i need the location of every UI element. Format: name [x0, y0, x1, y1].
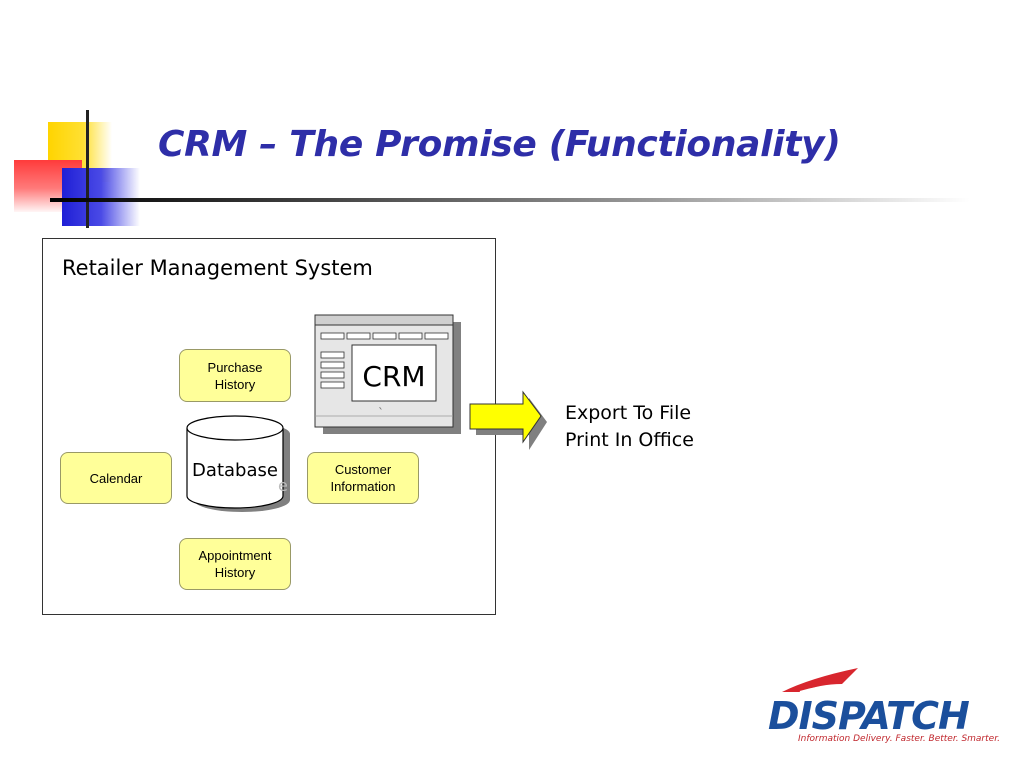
database-label: Database: [192, 460, 278, 481]
system-frame-label: Retailer Management System: [62, 256, 373, 280]
output-export-to-file: Export To File: [565, 402, 692, 424]
node-purchase-history: Purchase History: [179, 349, 291, 402]
crm-label: CRM: [362, 360, 426, 393]
dispatch-plane-icon: [782, 668, 858, 693]
output-print-in-office: Print In Office: [565, 429, 694, 451]
node-purchase-history-label: Purchase History: [207, 359, 263, 392]
node-calendar: Calendar: [60, 452, 172, 504]
crm-window-icon: [314, 314, 461, 434]
output-list: Export To File Print In Office: [565, 400, 694, 454]
node-appointment-history: Appointment History: [179, 538, 291, 590]
dispatch-logo-wordmark: DISPATCH: [768, 694, 970, 738]
node-customer-information-label: Customer Information: [330, 462, 396, 494]
node-calendar-label: Calendar: [89, 470, 143, 486]
title-underline: [50, 198, 970, 202]
node-customer-information: Customer Information: [307, 452, 419, 504]
decor-blue-square: [62, 168, 140, 226]
database-cylinder-icon: [186, 415, 290, 512]
crm-tick-mark: `: [378, 406, 384, 420]
database-shadow-glyph: e: [278, 476, 288, 495]
slide-title: CRM – The Promise (Functionality): [158, 124, 841, 165]
dispatch-logo-tagline: Information Delivery. Faster. Better. Sm…: [798, 734, 1000, 744]
export-arrow-icon: [469, 390, 547, 450]
node-appointment-history-label: Appointment History: [198, 548, 272, 580]
decor-vertical-line: [86, 110, 89, 228]
